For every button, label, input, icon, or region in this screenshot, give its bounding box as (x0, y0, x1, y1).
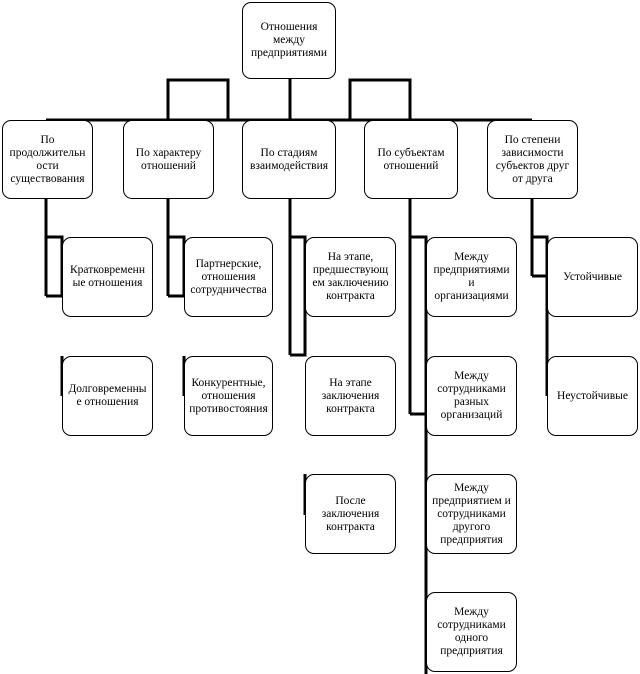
category-stages: По стадиям взаимодействия (242, 120, 336, 199)
category-label: По степени зависимости субъектов друг от… (495, 133, 570, 185)
root-label: Отношения между предприятиями (251, 21, 327, 59)
item-pre-contract: На этапе, предшествующ ем заключению кон… (305, 237, 396, 317)
item-label: Между предприятием и сотрудниками другог… (432, 481, 511, 546)
category-duration: По продолжительн ости существования (2, 120, 93, 199)
item-competition: Конкурентные, отношения противостояния (184, 356, 273, 436)
item-employees-same-enterprise: Между сотрудниками одного предприятия (426, 592, 517, 672)
item-label: Кратковременн ые отношения (70, 264, 145, 289)
item-label: Между сотрудниками одного предприятия (437, 606, 506, 657)
category-label: По характеру отношений (135, 146, 202, 172)
item-label: Партнерские, отношения сотрудничества (190, 257, 267, 296)
root-node: Отношения между предприятиями (242, 2, 336, 79)
item-label: На этапе заключения контракта (321, 376, 380, 415)
category-label: По стадиям взаимодействия (249, 146, 329, 172)
category-label: По субъектам отношений (377, 146, 445, 172)
category-subjects: По субъектам отношений (364, 120, 458, 199)
category-dependency: По степени зависимости субъектов друг от… (487, 120, 578, 199)
item-stable: Устойчивые (547, 237, 638, 317)
item-partnership: Партнерские, отношения сотрудничества (184, 237, 273, 317)
item-long-term: Долговременны е отношения (62, 356, 153, 436)
item-label: Долговременны е отношения (68, 383, 147, 408)
item-label: Конкурентные, отношения противостояния (189, 376, 268, 415)
item-contract-stage: На этапе заключения контракта (305, 356, 396, 436)
item-post-contract: После заключения контракта (305, 474, 396, 554)
item-label: После заключения контракта (321, 494, 380, 533)
item-label: Неустойчивые (557, 389, 628, 402)
item-label: Между предприятиями и организациями (433, 251, 510, 302)
item-label: Между сотрудниками разных организаций (437, 370, 506, 421)
item-enterprise-other-employees: Между предприятием и сотрудниками другог… (426, 474, 517, 554)
item-enterprises-organizations: Между предприятиями и организациями (426, 237, 517, 317)
category-character: По характеру отношений (123, 120, 214, 199)
category-label: По продолжительн ости существования (9, 133, 86, 185)
item-unstable: Неустойчивые (547, 356, 638, 436)
item-short-term: Кратковременн ые отношения (62, 237, 153, 317)
item-label: Устойчивые (563, 270, 622, 283)
item-employees-different-orgs: Между сотрудниками разных организаций (426, 356, 517, 436)
item-label: На этапе, предшествующ ем заключению кон… (312, 251, 389, 302)
